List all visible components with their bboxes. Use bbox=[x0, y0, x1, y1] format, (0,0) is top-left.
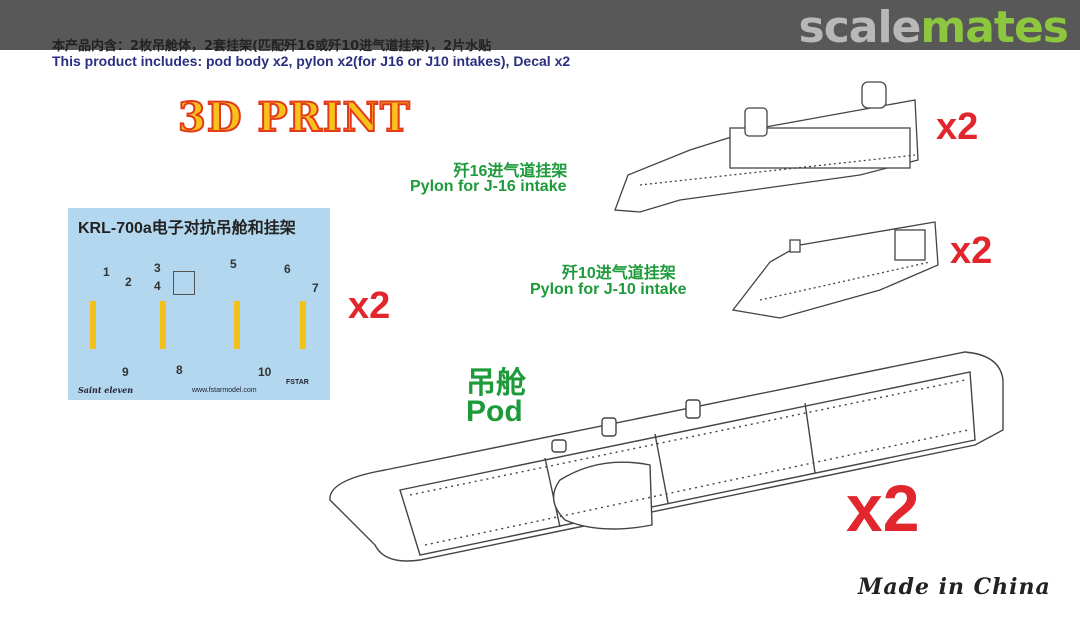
decal-number: 8 bbox=[176, 363, 183, 377]
pylon-j10-quantity: x2 bbox=[950, 230, 993, 272]
pod-label-cn: 吊舱 bbox=[466, 367, 526, 400]
decal-number: 6 bbox=[284, 262, 291, 276]
decal-number: 2 bbox=[125, 275, 132, 289]
made-in-china: Made in China bbox=[858, 574, 1051, 600]
decal-number: 5 bbox=[230, 257, 237, 271]
contents-english: This product includes: pod body x2, pylo… bbox=[52, 53, 571, 69]
contents-chinese: 本产品内含：2枚吊舱体，2套挂架(匹配歼16或歼10进气道挂架)，2片水贴 bbox=[52, 39, 492, 54]
header-band bbox=[0, 0, 1080, 50]
pylon-j10-label-en: Pylon for J-10 intake bbox=[530, 281, 687, 298]
decal-title: KRL-700a电子对抗吊舱和挂架 bbox=[78, 220, 296, 237]
decal-number: 3 bbox=[154, 261, 161, 275]
scalemates-logo: scalemates bbox=[799, 2, 1069, 53]
decal-number: 1 bbox=[103, 265, 110, 279]
decal-number: 7 bbox=[312, 281, 319, 295]
pylon-j10-drawing bbox=[731, 221, 939, 319]
yellow-stripe-decal bbox=[90, 301, 96, 349]
logo-part1: scale bbox=[798, 2, 922, 53]
pylon-j16-drawing bbox=[614, 81, 919, 213]
decal-quantity: x2 bbox=[348, 285, 391, 327]
yellow-stripe-decal bbox=[300, 301, 306, 349]
decal-number: 10 bbox=[258, 365, 272, 379]
decal-number: 9 bbox=[122, 365, 129, 379]
decal-url: www.fstarmodel.com bbox=[192, 387, 257, 394]
decal-panel bbox=[173, 271, 195, 295]
pod-drawing bbox=[329, 351, 1004, 562]
pylon-j16-quantity: x2 bbox=[936, 106, 979, 148]
pod-quantity: x2 bbox=[846, 471, 920, 545]
pod-label-en: Pod bbox=[466, 395, 523, 428]
yellow-stripe-decal bbox=[160, 301, 166, 349]
yellow-stripe-decal bbox=[234, 301, 240, 349]
pylon-j16-label-cn: 歼16进气道挂架 bbox=[453, 163, 568, 180]
logo-part2: mates bbox=[920, 2, 1069, 53]
3d-print-badge: 3D PRINT bbox=[177, 93, 411, 142]
decal-maker: FSTAR bbox=[286, 379, 309, 386]
pylon-j10-label-cn: 歼10进气道挂架 bbox=[562, 265, 676, 282]
decal-number: 4 bbox=[154, 279, 161, 293]
decal-brand: Saint eleven bbox=[78, 385, 134, 395]
decal-sheet: KRL-700a电子对抗吊舱和挂架 1 2 3 4 5 6 7 8 9 10 S… bbox=[68, 208, 330, 400]
pylon-j16-label-en: Pylon for J-16 intake bbox=[410, 178, 567, 195]
